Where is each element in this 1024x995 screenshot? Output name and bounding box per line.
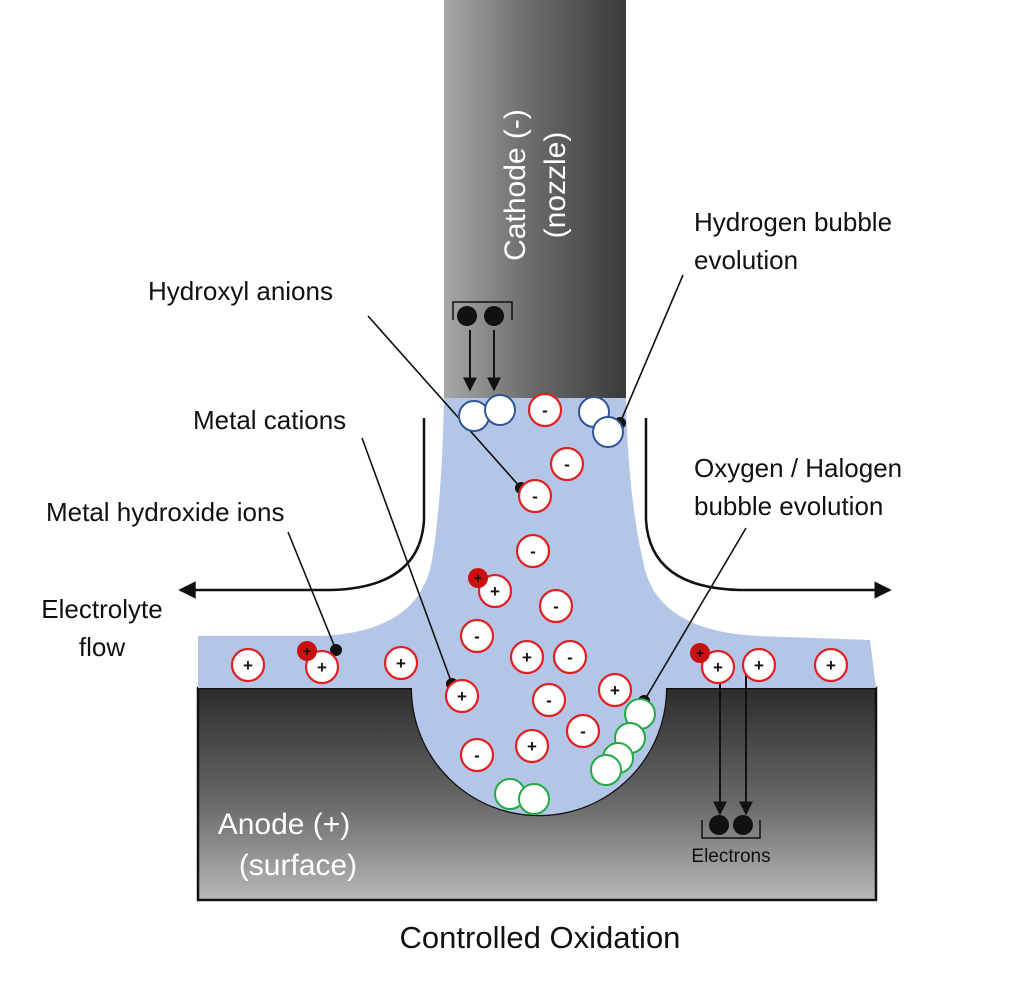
svg-text:-: -: [532, 487, 538, 506]
svg-text:+: +: [303, 643, 311, 659]
svg-text:+: +: [243, 656, 253, 675]
bubbles-layer: [458, 394, 656, 815]
hydroxyl-anion: -: [549, 446, 585, 482]
svg-text:+: +: [713, 658, 723, 677]
electrolyte-flow-label-line1: Electrolyte: [41, 594, 162, 624]
anode-label-line1: Anode (+): [218, 808, 351, 841]
svg-text:-: -: [580, 722, 586, 741]
metal-hydroxide-core: +: [690, 643, 710, 663]
hydroxyl-anion: -: [459, 737, 495, 773]
metal-cation: +: [514, 728, 550, 764]
cathode-nozzle: [444, 0, 626, 398]
hydrogen-bubble: [484, 394, 516, 426]
svg-text:+: +: [610, 681, 620, 700]
cathode-label-line2: (nozzle): [539, 132, 572, 239]
oxygen-bubble: [590, 754, 622, 786]
metal-cation: +: [383, 645, 419, 681]
metal-cation: +: [304, 649, 340, 685]
anode-label-line2: (surface): [239, 849, 357, 882]
svg-text:+: +: [754, 656, 764, 675]
leader-lines: [287, 274, 747, 702]
anode-electrons: [701, 672, 761, 839]
oxygen-label-line2: bubble evolution: [694, 491, 883, 521]
metal-cation: +: [813, 647, 849, 683]
leader-hydrogen: [619, 274, 684, 424]
hydrogen-bubble: [458, 400, 490, 432]
svg-text:+: +: [522, 648, 532, 667]
svg-text:+: +: [696, 645, 704, 661]
svg-text:-: -: [546, 691, 552, 710]
hydroxyl-anion: -: [531, 682, 567, 718]
hydroxyl-anion: -: [552, 639, 588, 675]
metal-cation: +: [444, 678, 480, 714]
hydrogen-bubble: [592, 416, 624, 448]
svg-text:+: +: [527, 737, 537, 756]
leader-metal-cations: [361, 437, 453, 685]
hydrogen-label-line2: evolution: [694, 245, 798, 275]
electrolyte-flow-arrow-right: [644, 418, 892, 599]
svg-text:+: +: [457, 687, 467, 706]
svg-text:+: +: [826, 656, 836, 675]
hydroxyl-label: Hydroxyl anions: [148, 276, 333, 306]
diagram-caption: Controlled Oxidation: [400, 920, 681, 955]
electrolyte-region: [198, 398, 876, 815]
svg-text:-: -: [474, 627, 480, 646]
leader-hydroxyl: [367, 315, 522, 489]
svg-text:-: -: [564, 455, 570, 474]
hydrogen-label-line1: Hydrogen bubble: [694, 207, 892, 237]
hydroxyl-anion: -: [517, 478, 553, 514]
hydroxyl-anion: -: [538, 588, 574, 624]
metal-hydroxide-core: +: [297, 641, 317, 661]
metal-cation: +: [741, 647, 777, 683]
cathode-label-line1: Cathode (-): [499, 109, 532, 261]
metal-hydroxide-label: Metal hydroxide ions: [46, 497, 284, 527]
svg-text:-: -: [474, 746, 480, 765]
electrolyte-flow-label-line2: flow: [79, 632, 125, 662]
svg-text:+: +: [396, 654, 406, 673]
svg-text:+: +: [317, 658, 327, 677]
metal-cations-label: Metal cations: [193, 405, 346, 435]
metal-hydroxide-core: +: [468, 568, 488, 588]
svg-text:-: -: [530, 542, 536, 561]
metal-cation: +: [230, 647, 266, 683]
oxygen-label-line1: Oxygen / Halogen: [694, 453, 902, 483]
svg-text:-: -: [553, 597, 559, 616]
metal-cation: +: [509, 639, 545, 675]
svg-text:+: +: [490, 582, 500, 601]
cathode-electrons: [452, 301, 513, 392]
ions-layer: - - - - - - - - - - + + + + + + + + + + + + + +: [230, 392, 849, 773]
leader-oxygen: [643, 527, 747, 702]
hydroxyl-anion: -: [565, 713, 601, 749]
hydroxyl-anion: -: [527, 392, 563, 428]
svg-text:-: -: [542, 401, 548, 420]
metal-cation: +: [597, 672, 633, 708]
electrons-label: Electrons: [691, 846, 770, 867]
leader-metal-hydroxide: [287, 531, 337, 651]
metal-cation: +: [477, 573, 513, 609]
hydroxyl-anion: -: [459, 618, 495, 654]
hydroxyl-anion: -: [515, 533, 551, 569]
metal-cation: +: [700, 649, 736, 685]
oxygen-bubble: [518, 783, 550, 815]
svg-text:+: +: [474, 570, 482, 586]
svg-text:-: -: [567, 648, 573, 667]
electrolyte-flow-arrow-left: [178, 418, 426, 599]
